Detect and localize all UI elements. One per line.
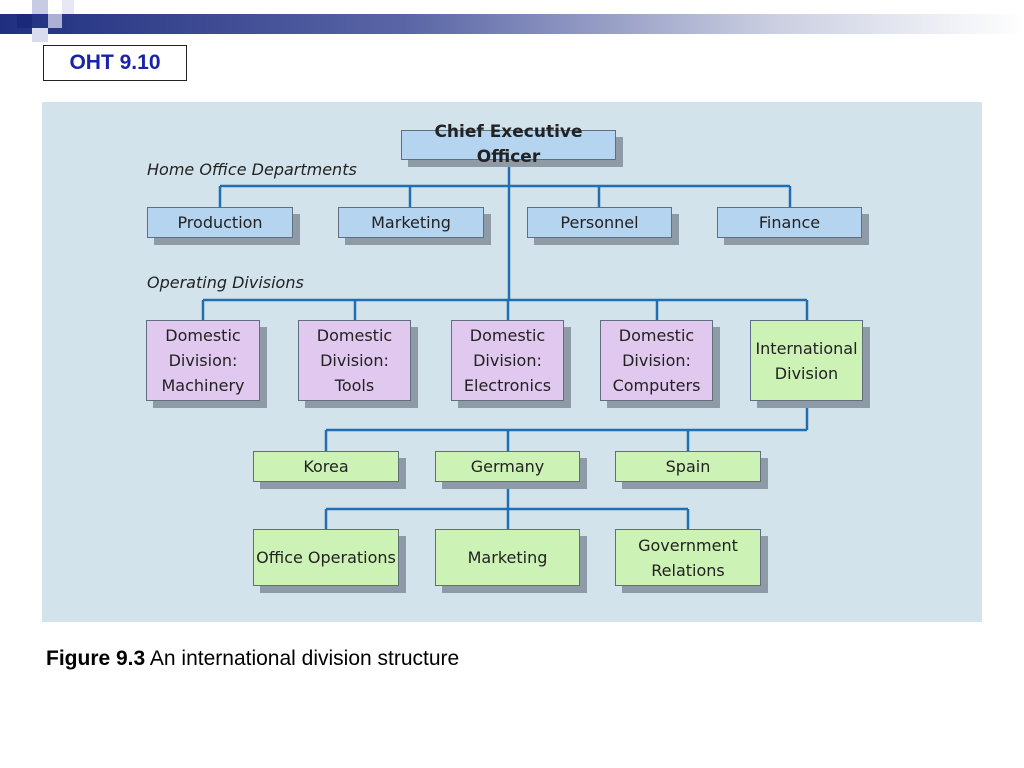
division-international: International Division	[750, 320, 863, 401]
dept-marketing: Marketing	[338, 207, 484, 238]
dept-finance: Finance	[717, 207, 862, 238]
slide-label: OHT 9.10	[43, 45, 187, 81]
dept-production: Production	[147, 207, 293, 238]
header-decor-square	[32, 28, 48, 42]
header-decor-square	[62, 0, 74, 14]
operating-divisions-heading: Operating Divisions	[147, 273, 304, 292]
figure-caption: Figure 9.3 An international division str…	[46, 647, 459, 671]
header-decor-square	[48, 14, 62, 28]
unit-marketing: Marketing	[435, 529, 580, 586]
division-tools: Domestic Division: Tools	[298, 320, 411, 401]
division-computers: Domestic Division: Computers	[600, 320, 713, 401]
division-electronics: Domestic Division: Electronics	[451, 320, 564, 401]
unit-office-operations: Office Operations	[253, 529, 399, 586]
home-office-heading: Home Office Departments	[147, 160, 357, 179]
country-germany: Germany	[435, 451, 580, 482]
country-korea: Korea	[253, 451, 399, 482]
figure-caption-text: An international division structure	[149, 647, 460, 670]
dept-personnel: Personnel	[527, 207, 672, 238]
country-spain: Spain	[615, 451, 761, 482]
header-decor-square	[17, 14, 32, 28]
division-machinery: Domestic Division: Machinery	[146, 320, 260, 401]
figure-caption-label: Figure 9.3	[46, 647, 146, 670]
header-gradient-band	[0, 14, 1024, 34]
header-decor-square	[32, 0, 48, 14]
unit-government-relations: Government Relations	[615, 529, 761, 586]
ceo-box: Chief Executive Officer	[401, 122, 616, 167]
